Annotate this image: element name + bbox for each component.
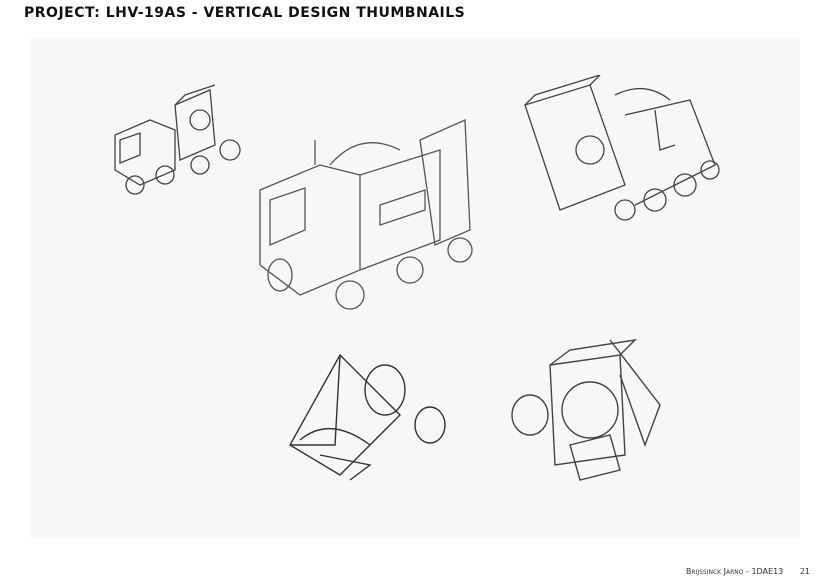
- page-title: PROJECT: LHV-19AS - VERTICAL DESIGN THUM…: [24, 5, 466, 21]
- truck-vehicle-sketch: [240, 110, 500, 320]
- box-pod-sketch: [510, 335, 670, 485]
- small-vehicle-sketch: [105, 75, 255, 205]
- tilted-vehicle-sketch: [515, 74, 725, 235]
- page-footer: Brijssinck Jarno - 1DAE13 21: [672, 567, 810, 576]
- author-label: Brijssinck Jarno - 1DAE13: [685, 567, 784, 576]
- pyramid-pod-sketch: [280, 345, 450, 485]
- sketch-paper-background: [30, 38, 800, 538]
- page-number: 21: [799, 567, 810, 576]
